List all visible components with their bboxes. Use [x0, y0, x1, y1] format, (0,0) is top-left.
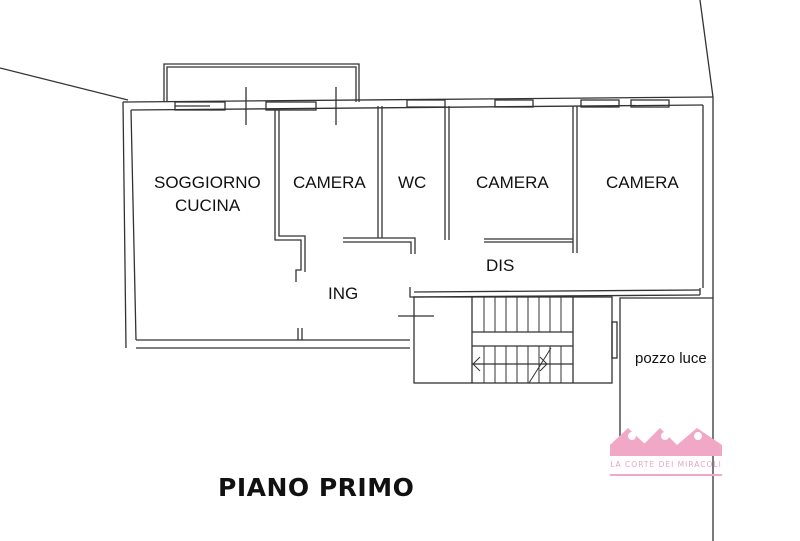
logo-text: LA CORTE DEI MIRACOLI [610, 460, 722, 469]
room-label-camera-3: CAMERA [606, 173, 679, 192]
room-label-camera-2: CAMERA [476, 173, 549, 192]
room-label-disimpegno: DIS [486, 256, 515, 275]
room-label-ingresso: ING [328, 284, 359, 303]
property-line [0, 67, 129, 101]
room-label-camera-1: CAMERA [293, 173, 366, 192]
room-label-wc: WC [398, 173, 427, 192]
room-label-soggiorno: SOGGIORNO [154, 173, 261, 192]
plan-title: PIANO PRIMO [218, 473, 415, 502]
balcony [163, 63, 360, 102]
stairwell [413, 296, 613, 384]
room-label-cucina: CUCINA [175, 196, 241, 215]
logo-icon [610, 428, 722, 476]
room-label-pozzo-luce: pozzo luce [635, 350, 707, 367]
